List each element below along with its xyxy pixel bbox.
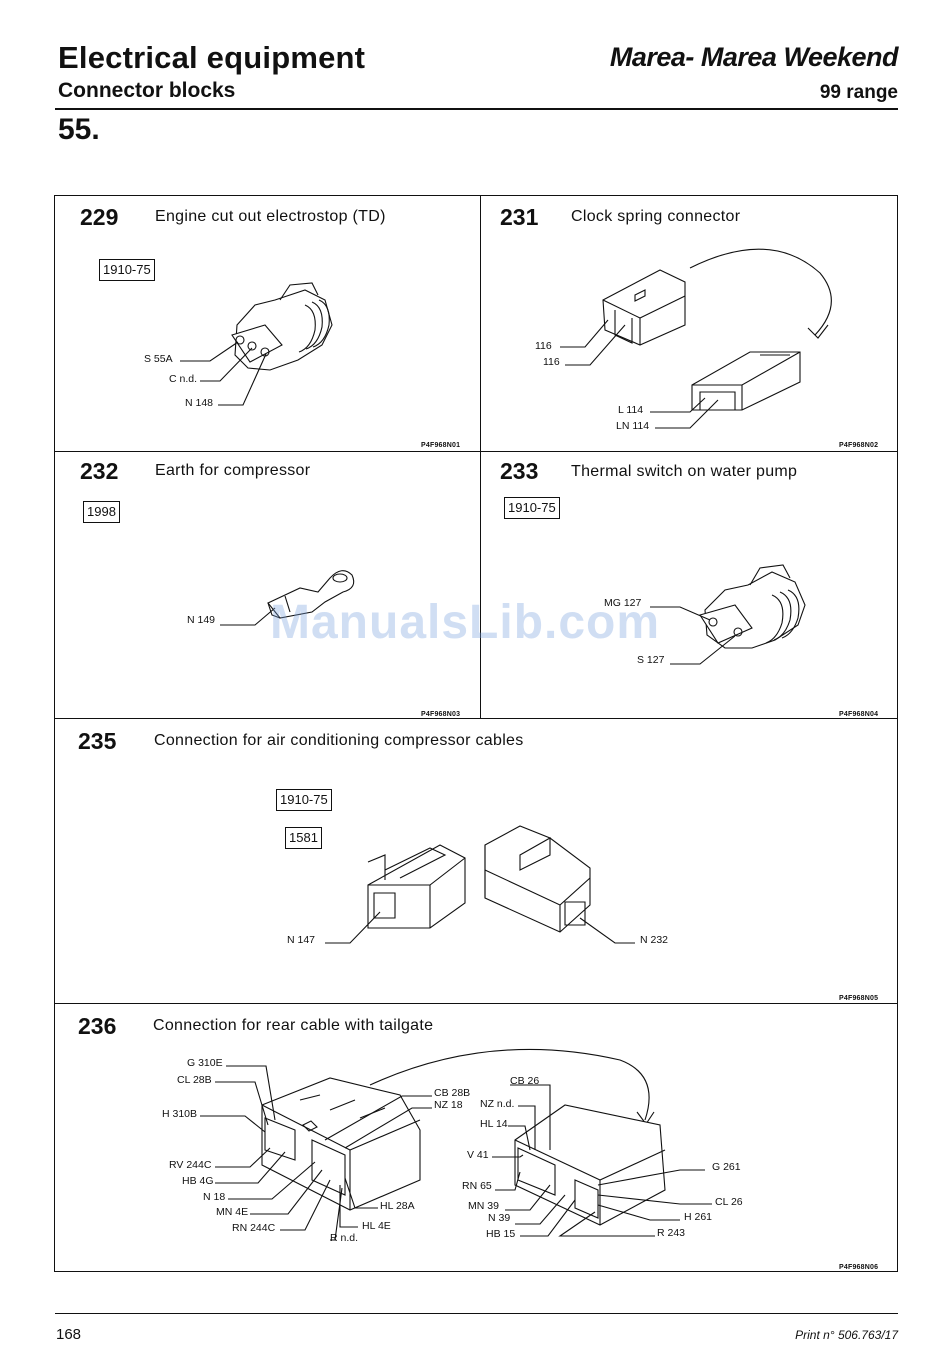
wire-label: HL 28A: [380, 1200, 415, 1212]
grid-divider: [55, 451, 897, 452]
wire-label: CL 26: [715, 1196, 743, 1208]
wire-label: C n.d.: [169, 373, 198, 385]
wire-label: CB 28B: [434, 1087, 471, 1099]
connector-number: 233: [500, 458, 539, 484]
figure-ref: P4F968N02: [839, 442, 879, 449]
connector-title: Earth for compressor: [155, 462, 311, 479]
connector-title: Engine cut out electrostop (TD): [155, 208, 386, 225]
connector-title: Clock spring connector: [571, 208, 741, 225]
wire-label: G 261: [712, 1161, 741, 1173]
print-reference: Print n° 506.763/17: [795, 1328, 898, 1342]
connector-number: 232: [80, 458, 119, 484]
wire-label: CB 26: [510, 1075, 540, 1087]
wire-label: 116: [535, 340, 552, 352]
wire-label: RV 244C: [169, 1159, 212, 1171]
wire-label: 116: [543, 356, 560, 368]
figure-ref: P4F968N04: [839, 711, 879, 718]
code-box: 1998: [83, 501, 120, 523]
wire-label: L 114: [618, 404, 644, 416]
connector-title: Connection for rear cable with tailgate: [153, 1017, 434, 1034]
wire-label: MG 127: [604, 597, 642, 609]
grid-divider: [55, 1003, 897, 1004]
page-subtitle: Connector blocks: [58, 79, 236, 102]
wire-label: RN 65: [462, 1180, 492, 1192]
connector-number: 235: [78, 728, 117, 754]
wire-label: N 149: [187, 614, 216, 626]
code-box: 1910-75: [99, 259, 155, 281]
page-title: Electrical equipment: [58, 40, 366, 75]
wire-label: HB 4G: [182, 1175, 214, 1187]
wire-label: N 18: [203, 1191, 226, 1203]
model-range: 99 range: [819, 82, 898, 103]
section-number: 55.: [58, 113, 100, 146]
connector-title: Connection for air conditioning compress…: [154, 732, 524, 749]
footer-rule: [55, 1313, 898, 1314]
wire-label: RN 244C: [232, 1222, 276, 1234]
figure-ref: P4F968N01: [421, 442, 461, 449]
wire-label: H 261: [684, 1211, 713, 1223]
connector-number: 236: [78, 1013, 117, 1039]
wire-label: NZ 18: [434, 1099, 463, 1111]
wire-label: HL 4E: [362, 1220, 391, 1232]
wire-label: H 310B: [162, 1108, 198, 1120]
watermark: ManualsLib.com: [270, 596, 661, 649]
wire-label: LN 114: [616, 420, 650, 432]
wire-label: V 41: [467, 1149, 489, 1161]
wire-label: MN 4E: [216, 1206, 249, 1218]
code-box: 1910-75: [504, 497, 560, 519]
header-rule: [55, 108, 898, 110]
code-box: 1581: [285, 827, 322, 849]
wire-label: N 39: [488, 1212, 511, 1224]
wire-label: MN 39: [468, 1200, 499, 1212]
connector-number: 231: [500, 204, 539, 230]
wire-label: CL 28B: [177, 1074, 212, 1086]
wire-label: S 127: [637, 654, 665, 666]
figure-ref: P4F968N03: [421, 711, 461, 718]
connector-number: 229: [80, 204, 119, 230]
model-name: Marea- Marea Weekend: [609, 42, 899, 72]
wire-label: S 55A: [144, 353, 173, 365]
connector-title: Thermal switch on water pump: [571, 463, 798, 480]
wire-label: N 147: [287, 934, 316, 946]
wire-label: R 243: [657, 1227, 686, 1239]
connector-grid: [54, 195, 898, 1272]
wire-label: N 232: [640, 934, 669, 946]
figure-ref: P4F968N06: [839, 1264, 879, 1271]
grid-divider: [480, 196, 481, 718]
wire-label: HB 15: [486, 1228, 516, 1240]
page-number: 168: [56, 1326, 82, 1343]
figure-ref: P4F968N05: [839, 995, 879, 1002]
wire-label: N 148: [185, 397, 214, 409]
wire-label: HL 14: [480, 1118, 508, 1130]
wire-label: G 310E: [187, 1057, 223, 1069]
code-box: 1910-75: [276, 789, 332, 811]
wire-label: NZ n.d.: [480, 1098, 515, 1110]
wire-label: R n.d.: [330, 1232, 359, 1244]
grid-divider: [55, 718, 897, 719]
